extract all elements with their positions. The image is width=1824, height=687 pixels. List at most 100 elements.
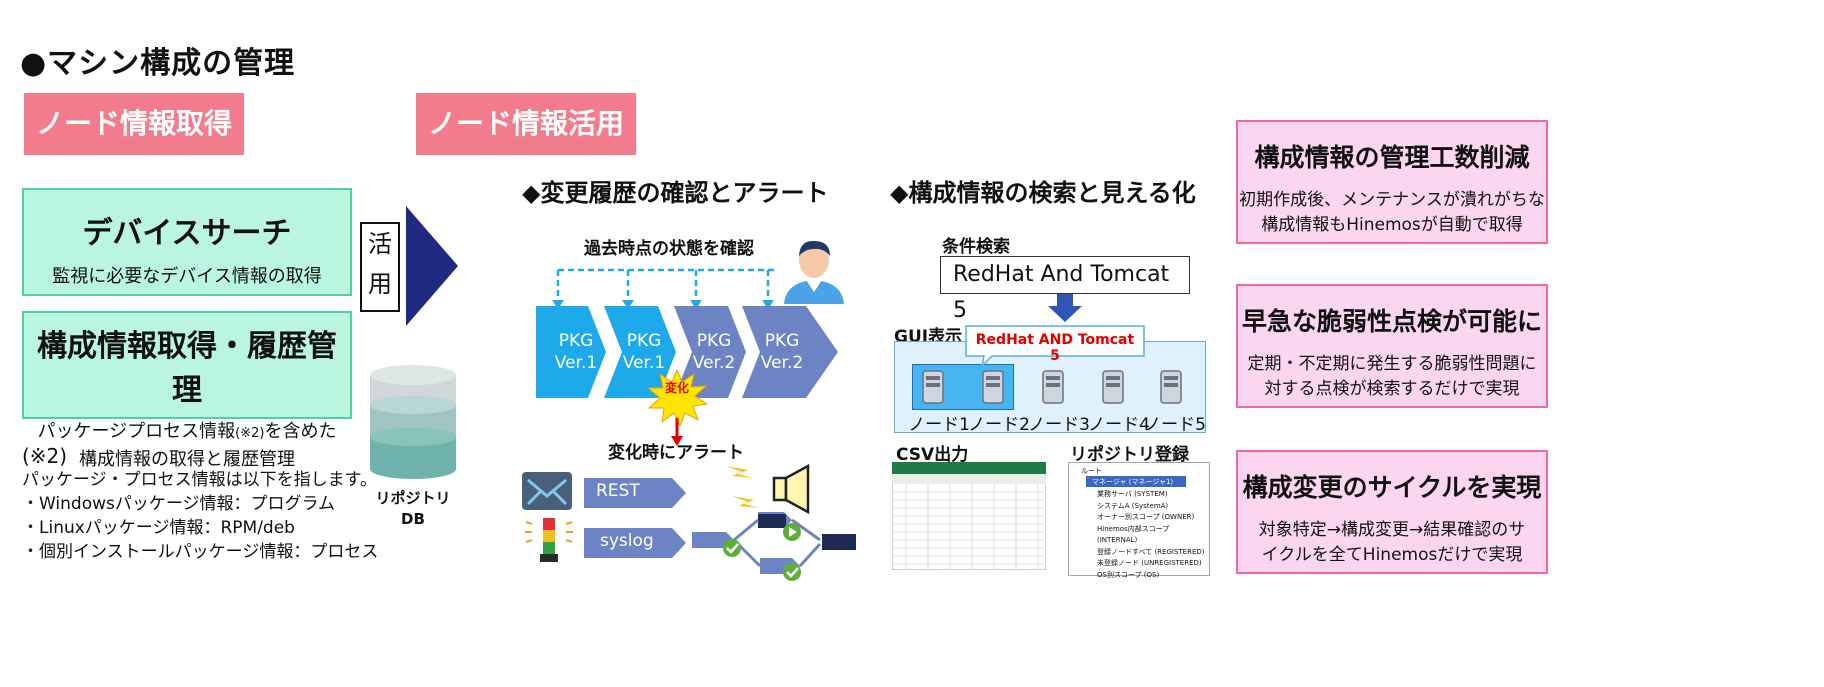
alert-down-arrow xyxy=(671,418,683,446)
benefit-desc-line: 初期作成後、メンテナンスが潰れがちな xyxy=(1239,190,1545,210)
pkg-version: Ver.1 xyxy=(622,353,666,373)
config-desc-note-ref: (※2) xyxy=(235,426,265,441)
footnote: (※2) パッケージ・プロセス情報は以下を指します。 ・Windowsパッケージ… xyxy=(22,444,378,564)
workflow-diagram xyxy=(692,512,856,581)
config-acquire-desc-line1: パッケージプロセス情報(※2)を含めた xyxy=(24,419,350,447)
server-icon xyxy=(1102,370,1124,404)
search-heading: ◆構成情報の検索と見える化 xyxy=(890,179,1196,207)
repo-register-label: リポジトリ登録 xyxy=(1070,445,1189,465)
benefit-desc: 対象特定→構成変更→結果確認のサ イクルを全てHinemosだけで実現 xyxy=(1238,518,1546,568)
benefit-desc: 初期作成後、メンテナンスが潰れがちな 構成情報もHinemosが自動で取得 xyxy=(1238,188,1546,238)
tree-item: 業務サーバ (SYSTEM) xyxy=(1097,490,1168,498)
benefit-desc-line: 定期・不定期に発生する脆弱性問題に xyxy=(1247,354,1537,374)
person-icon xyxy=(784,240,844,304)
benefit-desc-line: 対象特定→構成変更→結果確認のサ xyxy=(1258,520,1526,540)
alert-label: 変化時にアラート xyxy=(608,443,744,463)
repo-tree: ルート マネージャ (マネージャ1) 業務サーバ (SYSTEM) システムA … xyxy=(1068,462,1210,579)
tag-node-utilize: ノード情報活用 xyxy=(416,93,637,155)
pkg-name: PKG xyxy=(764,331,800,351)
benefit-title: 早急な脆弱性点検が可能に xyxy=(1241,307,1542,336)
speaker-alert-icon xyxy=(726,463,810,515)
spreadsheet-thumbnail xyxy=(892,462,1046,570)
pkg-version: Ver.2 xyxy=(760,353,804,373)
change-starburst-icon xyxy=(646,370,708,426)
node-label: ノード5 xyxy=(1144,415,1206,435)
tree-item: OS別スコープ (OS) xyxy=(1097,570,1160,579)
utilize-char: 用 xyxy=(368,270,392,298)
benefit-box-3: 構成変更のサイクルを実現 対象特定→構成変更→結果確認のサ イクルを全てHine… xyxy=(1236,450,1548,574)
rest-chevron xyxy=(584,478,686,508)
change-badge: 変化 xyxy=(664,381,689,395)
tree-item: 登録ノードすべて (REGISTERED) xyxy=(1097,547,1205,556)
footnote-line: ・個別インストールパッケージ情報：プロセス xyxy=(22,542,379,562)
syslog-chevron xyxy=(584,528,686,558)
signal-tower-icon xyxy=(525,518,573,562)
config-desc-part-c: を含めた xyxy=(264,421,337,442)
db-label: リポジトリ DB xyxy=(368,488,458,530)
benefit-desc: 定期・不定期に発生する脆弱性問題に 対する点検が検索するだけで実現 xyxy=(1238,352,1546,402)
mail-icon xyxy=(522,472,572,510)
pkg-version: Ver.2 xyxy=(692,353,736,373)
device-search-title: デバイスサーチ xyxy=(82,216,292,251)
footnote-line: ・Linuxパッケージ情報：RPM/deb xyxy=(22,518,295,538)
utilize-char: 活 xyxy=(368,230,392,258)
db-label-line: DB xyxy=(401,510,425,528)
condition-search-label: 条件検索 xyxy=(942,237,1010,257)
pkg-name: PKG xyxy=(696,331,732,351)
device-search-desc: 監視に必要なデバイス情報の取得 xyxy=(52,266,322,287)
flow-arrow xyxy=(406,206,458,326)
rest-label: REST xyxy=(596,481,640,501)
benefit-title: 構成情報の管理工数削減 xyxy=(1254,143,1530,172)
callout-bubble xyxy=(965,325,1145,368)
benefit-title: 構成変更のサイクルを実現 xyxy=(1242,473,1542,502)
history-heading: ◆変更履歴の確認とアラート xyxy=(522,179,829,207)
footnote-line: パッケージ・プロセス情報は以下を指します。 xyxy=(22,470,377,490)
tree-selected-text: マネージャ (マネージャ1) xyxy=(1092,478,1174,486)
footnote-head: (※2) xyxy=(22,444,68,468)
node-label: ノード1 xyxy=(908,415,970,435)
search-query-input[interactable]: RedHat And Tomcat 5 xyxy=(940,256,1190,323)
past-state-label: 過去時点の状態を確認 xyxy=(584,239,754,259)
tree-item: 未登録ノード (UNREGISTERED) xyxy=(1097,559,1202,567)
tree-selection-bar xyxy=(1086,476,1186,487)
node-label: ノード3 xyxy=(1028,415,1090,435)
db-label-line: リポジトリ xyxy=(375,489,451,507)
config-acquire-desc-line2: 構成情報の取得と履歴管理 xyxy=(79,449,295,470)
tree-item: システムA (SystemA) xyxy=(1097,501,1169,510)
server-icon xyxy=(982,370,1004,404)
device-search-box: デバイスサーチ 監視に必要なデバイス情報の取得 xyxy=(22,188,352,296)
page-title: ●マシン構成の管理 xyxy=(20,46,296,81)
config-acquire-box: 構成情報取得・履歴管理 パッケージプロセス情報(※2)を含めた 構成情報の取得と… xyxy=(22,311,352,470)
syslog-label: syslog xyxy=(600,531,654,551)
pkg-version: Ver.1 xyxy=(554,353,598,373)
csv-export-label: CSV出力 xyxy=(896,445,969,465)
tree-item: ルート xyxy=(1081,467,1102,475)
pkg-name: PKG xyxy=(626,331,662,351)
benefit-box-1: 構成情報の管理工数削減 初期作成後、メンテナンスが潰れがちな 構成情報もHine… xyxy=(1236,120,1548,244)
benefit-box-2: 早急な脆弱性点検が可能に 定期・不定期に発生する脆弱性問題に 対する点検が検索す… xyxy=(1236,284,1548,408)
benefit-desc-line: 構成情報もHinemosが自動で取得 xyxy=(1261,215,1523,235)
server-icon xyxy=(922,370,944,404)
past-state-connectors xyxy=(552,268,776,309)
tree-item: Hinemos内部スコープ (INTERNAL) xyxy=(1097,524,1170,545)
config-acquire-title: 構成情報取得・履歴管理 xyxy=(37,329,337,408)
benefit-desc-line: 対する点検が検索するだけで実現 xyxy=(1264,379,1520,399)
node-label: ノード2 xyxy=(968,415,1030,435)
search-down-arrow xyxy=(1048,294,1082,322)
server-icon xyxy=(1042,370,1064,404)
utilize-label: 活 用 xyxy=(360,222,400,312)
footnote-line: ・Windowsパッケージ情報：プログラム xyxy=(22,494,336,514)
node-label: ノード4 xyxy=(1088,415,1150,435)
tree-item: オーナー別スコープ (OWNER) xyxy=(1097,513,1195,521)
benefit-desc-line: イクルを全てHinemosだけで実現 xyxy=(1261,545,1523,565)
pkg-name: PKG xyxy=(558,331,594,351)
config-desc-part-a: パッケージプロセス情報 xyxy=(37,421,236,442)
callout-text: RedHat AND Tomcat 5 xyxy=(975,332,1135,364)
database-icon xyxy=(370,365,456,479)
server-icon xyxy=(1160,370,1182,404)
tag-node-acquire: ノード情報取得 xyxy=(24,93,245,155)
